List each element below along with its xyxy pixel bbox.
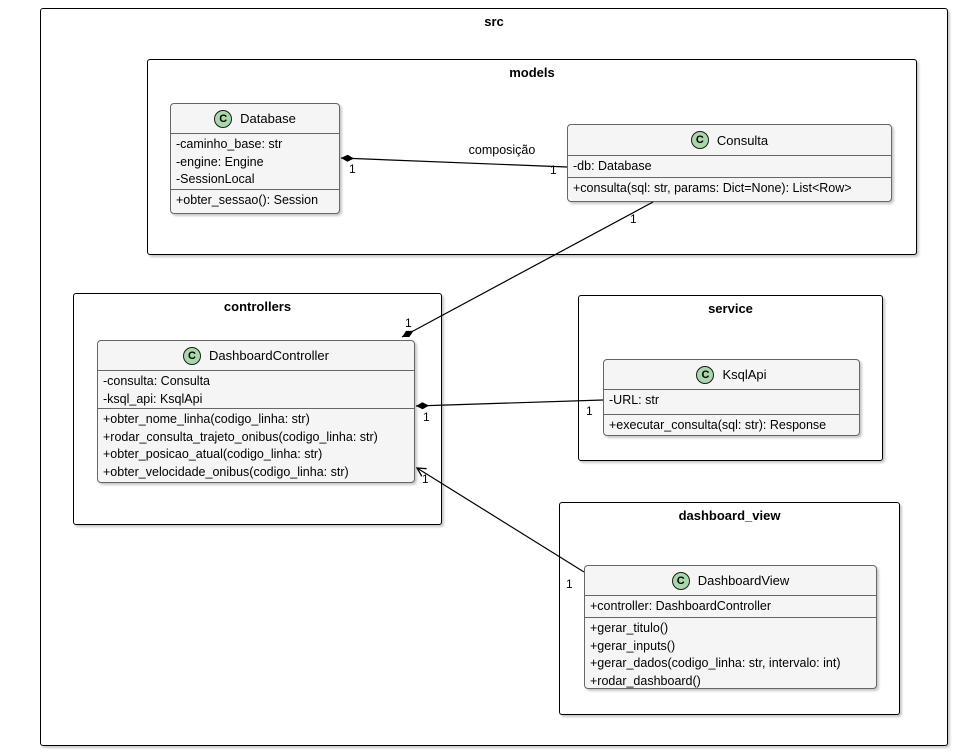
class-dashboard-controller-header: C DashboardController [98,341,414,371]
method-line: +rodar_consulta_trajeto_onibus(codigo_li… [103,429,378,444]
multiplicity-label: 1 [405,316,412,330]
class-dashboard-controller-name: DashboardController [209,348,329,363]
method-line: +rodar_dashboard() [590,673,701,688]
class-circle-icon: C [671,571,690,590]
package-src-title: src [484,14,504,29]
multiplicity-label: 1 [422,472,429,486]
attribute-line: -caminho_base: str [176,137,283,151]
class-ksqlapi-methods: +executar_consulta(sql: str): Response [604,415,859,437]
method-line: +gerar_dados(codigo_linha: str, interval… [590,656,841,670]
attribute-line: -engine: Engine [176,154,264,169]
class-dashboard-controller-methods: +obter_nome_linha(codigo_linha: str) +ro… [98,409,414,484]
method-line: +obter_posicao_atual(codigo_linha: str) [103,447,323,461]
class-dashboard-view-name: DashboardView [697,573,790,588]
class-dashboard-controller-attributes: -consulta: Consulta -ksql_api: KsqlApi [98,371,414,409]
class-consulta-attributes: -db: Database [568,156,891,178]
class-ksqlapi-attributes: -URL: str [604,390,859,415]
class-circle-icon: C [696,365,715,384]
attribute-line: -consulta: Consulta [103,374,211,388]
multiplicity-label: 1 [566,577,573,591]
multiplicity-label: 1 [586,404,593,418]
class-dashboard-view-header: C DashboardView [585,566,876,596]
class-consulta-name: Consulta [716,132,769,148]
multiplicity-label: 1 [423,410,430,424]
class-ksqlapi: C KsqlApi -URL: str +executar_consulta(s… [603,359,860,436]
package-service-title: service [708,301,753,316]
method-line: +gerar_inputs() [590,638,676,653]
edge-label-composicao: composição [468,143,536,157]
package-models-title: models [509,65,555,80]
attribute-line: -URL: str [609,393,659,407]
multiplicity-label: 1 [630,212,637,226]
class-dashboard-view-attributes: +controller: DashboardController [585,596,876,618]
class-ksqlapi-name: KsqlApi [722,367,767,382]
class-database-header: C Database [171,104,339,134]
class-ksqlapi-header: C KsqlApi [604,360,859,390]
attribute-line: +controller: DashboardController [590,599,771,613]
package-controllers-title: controllers [223,299,292,314]
class-dashboard-controller: C DashboardController -consulta: Consult… [97,340,415,483]
method-line: +consulta(sql: str, params: Dict=None): … [573,181,852,195]
method-line: +obter_sessao(): Session [176,193,319,207]
method-line: +obter_nome_linha(codigo_linha: str) [103,412,310,426]
class-consulta-methods: +consulta(sql: str, params: Dict=None): … [568,178,891,203]
class-database-name: Database [240,111,296,126]
class-consulta: C Consulta -db: Database +consulta(sql: … [567,124,892,202]
package-dashboard-view-title: dashboard_view [678,508,781,523]
class-dashboard-view: C DashboardView +controller: DashboardCo… [584,565,877,689]
method-line: +obter_velocidade_onibus(codigo_linha: s… [103,464,349,479]
class-database-methods: +obter_sessao(): Session [171,190,339,215]
attribute-line: -SessionLocal [176,172,255,186]
class-circle-icon: C [214,109,233,128]
class-consulta-header: C Consulta [568,125,891,156]
multiplicity-label: 1 [349,162,356,176]
attribute-line: -ksql_api: KsqlApi [103,391,203,406]
method-line: +executar_consulta(sql: str): Response [609,418,827,432]
class-circle-icon: C [690,131,709,149]
class-dashboard-view-methods: +gerar_titulo() +gerar_inputs() +gerar_d… [585,618,876,690]
class-database: C Database -caminho_base: str -engine: E… [170,103,340,214]
method-line: +gerar_titulo() [590,621,669,635]
class-database-attributes: -caminho_base: str -engine: Engine -Sess… [171,134,339,190]
class-circle-icon: C [183,346,202,365]
attribute-line: -db: Database [573,159,652,173]
multiplicity-label: 1 [550,163,557,177]
